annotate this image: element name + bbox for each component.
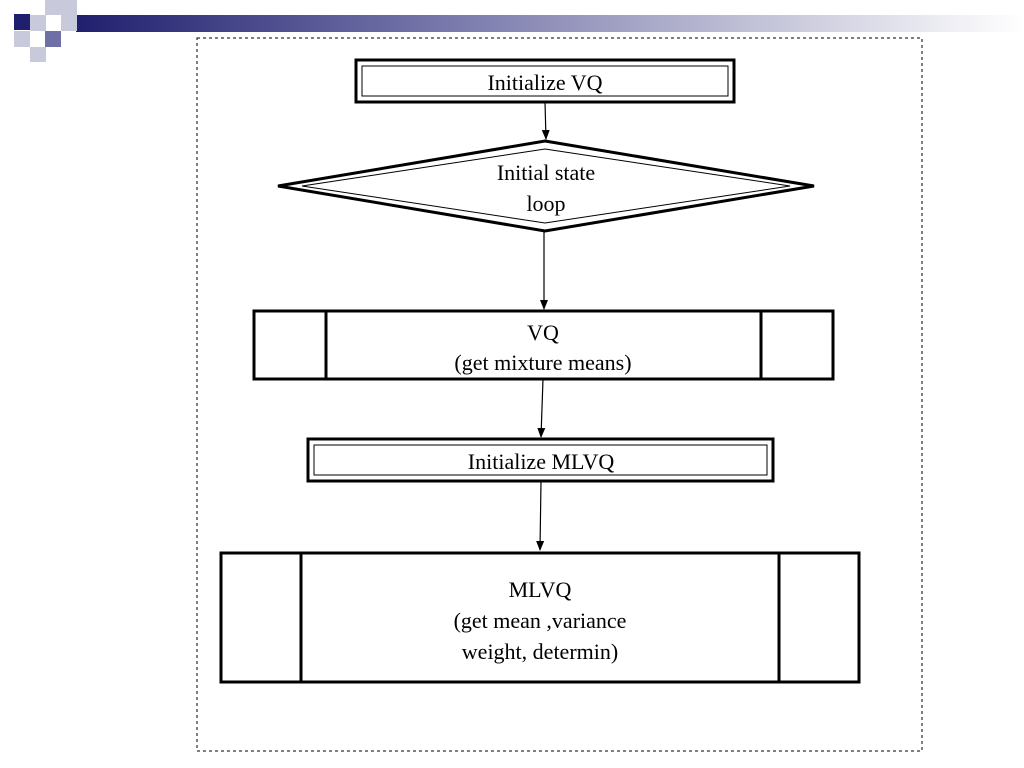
initialize-vq-label: Initialize VQ [487, 70, 602, 95]
initial-state-loop-line2: loop [526, 191, 565, 216]
header-square [61, 15, 77, 31]
dashed-frame [196, 37, 923, 752]
arrow-connector [537, 378, 546, 438]
mlvq-line3: weight, determin) [462, 639, 618, 664]
initialize-mlvq-box: Initialize MLVQ [306, 437, 775, 483]
header-square [61, 0, 77, 15]
initialize-vq-box: Initialize VQ [354, 58, 736, 104]
initialize-mlvq-label: Initialize MLVQ [468, 449, 615, 474]
mlvq-process-box: MLVQ (get mean ,variance weight, determi… [219, 551, 861, 684]
slide-header-decoration [14, 0, 1024, 62]
vq-subtitle: (get mixture means) [454, 350, 631, 375]
initial-state-loop-line1: Initial state [497, 160, 595, 185]
arrow-connector [541, 101, 550, 140]
header-gradient-bar [76, 15, 1024, 32]
header-square [30, 15, 46, 31]
mlvq-line2: (get mean ,variance [454, 608, 627, 633]
header-square [45, 0, 61, 15]
mlvq-title: MLVQ [509, 577, 572, 602]
header-square [30, 47, 46, 62]
initial-state-loop-diamond: Initial state loop [277, 139, 815, 233]
arrow-connector [536, 480, 545, 551]
header-square [14, 31, 30, 47]
header-square [45, 31, 61, 47]
header-square [14, 14, 30, 30]
vq-process-box: VQ (get mixture means) [252, 309, 835, 381]
vq-title: VQ [527, 320, 559, 345]
